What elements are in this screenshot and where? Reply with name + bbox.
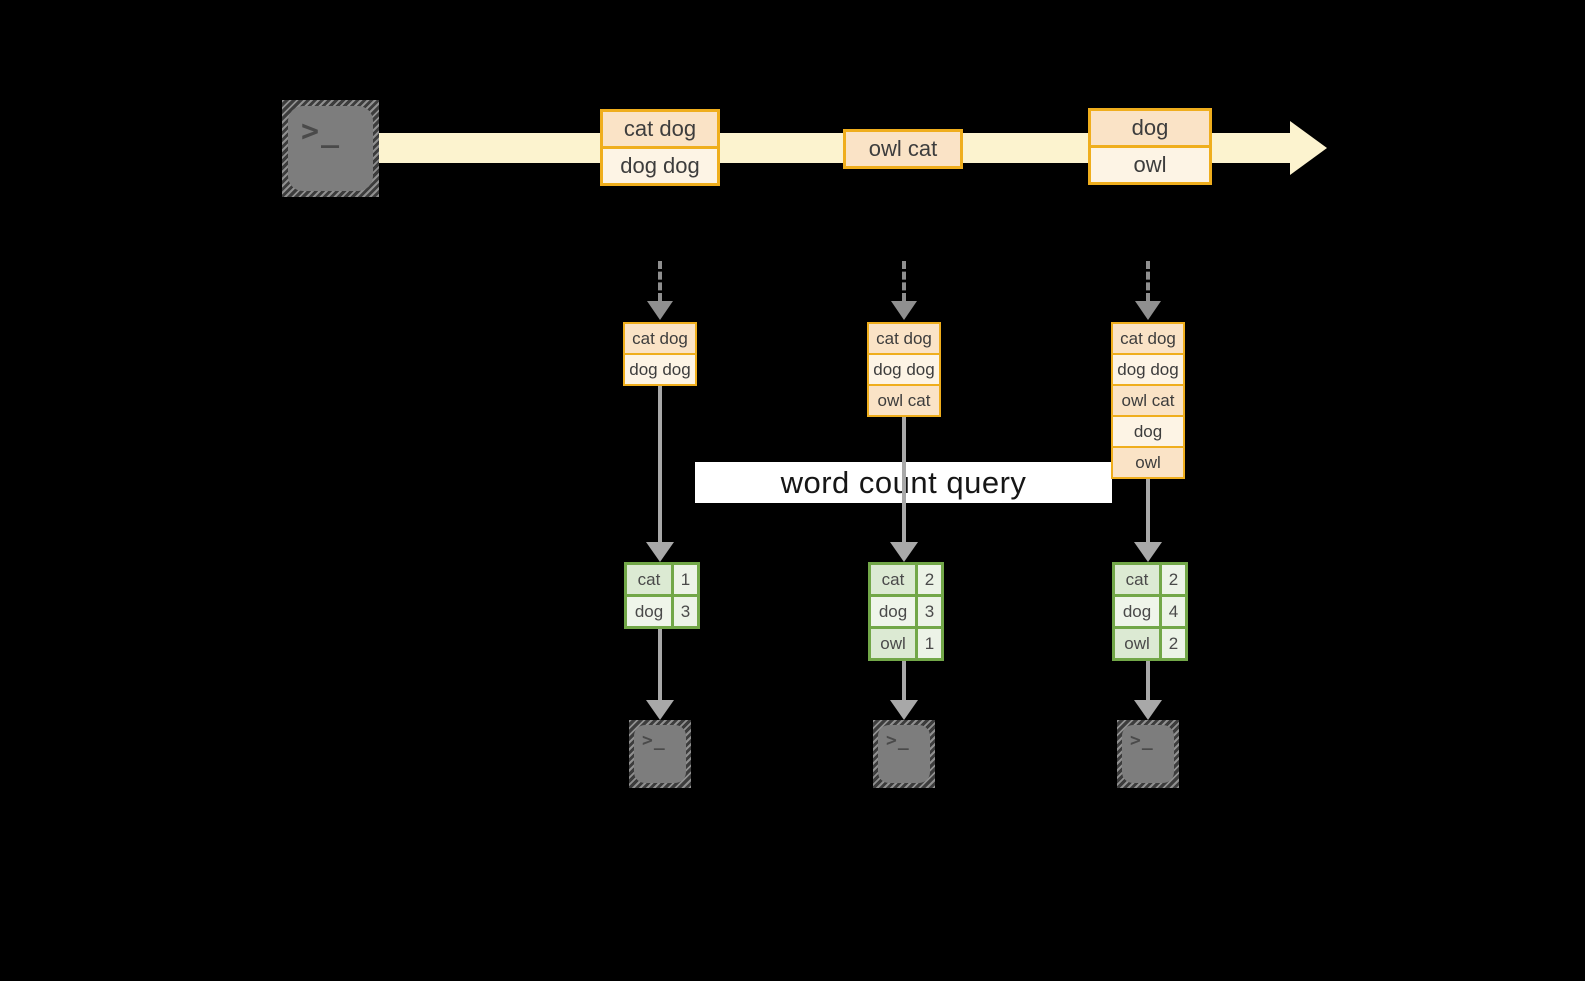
dashed-arrow-line [1146,261,1150,301]
arrow-line [902,661,906,700]
terminal-screen: >_ [288,106,373,191]
record-cell: cat dog [603,112,717,146]
dashed-arrowhead-icon [647,301,673,320]
table-row: dog 3 [627,594,697,626]
count-cell: 3 [915,597,941,626]
record-cell: dog dog [603,146,717,183]
stack-cell: dog dog [625,353,695,384]
table-row: cat 2 [1115,565,1185,594]
arrowhead-icon [890,700,918,720]
dashed-arrow-line [902,261,906,301]
arrowhead-icon [890,542,918,562]
word-cell: owl [871,629,915,658]
arrow-line [658,386,662,542]
record-stack-2: cat dog dog dog owl cat [867,322,941,417]
record-cell: dog [1091,111,1209,145]
terminal-screen: >_ [1122,725,1174,783]
stack-cell: cat dog [625,324,695,353]
terminal-source-icon: >_ [282,100,379,197]
word-cell: cat [1115,565,1159,594]
stream-record-box-2: owl cat [843,129,963,169]
word-cell: owl [1115,629,1159,658]
arrowhead-icon [1134,542,1162,562]
arrow-line [658,629,662,700]
prompt-icon: >_ [1130,730,1154,751]
arrow-line [902,417,906,542]
terminal-screen: >_ [634,725,686,783]
stack-cell: dog [1113,415,1183,446]
table-row: owl 2 [1115,626,1185,658]
table-row: dog 4 [1115,594,1185,626]
word-cell: dog [871,597,915,626]
arrow-line [1146,479,1150,542]
count-cell: 2 [915,565,941,594]
table-row: cat 2 [871,565,941,594]
stream-arrowhead-icon [1290,121,1327,175]
count-cell: 3 [671,597,697,626]
stack-cell: cat dog [869,324,939,353]
stack-cell: owl cat [869,384,939,415]
dashed-arrow-line [658,261,662,301]
prompt-icon: >_ [301,114,342,149]
stack-cell: dog dog [869,353,939,384]
terminal-sink-icon: >_ [1117,720,1179,788]
dashed-arrowhead-icon [1135,301,1161,320]
record-cell: owl cat [846,132,960,166]
count-table-2: cat 2 dog 3 owl 1 [868,562,944,661]
terminal-screen: >_ [878,725,930,783]
prompt-icon: >_ [642,730,666,751]
table-row: dog 3 [871,594,941,626]
terminal-sink-icon: >_ [629,720,691,788]
arrowhead-icon [1134,700,1162,720]
record-cell: owl [1091,145,1209,182]
record-stack-3: cat dog dog dog owl cat dog owl [1111,322,1185,479]
record-stack-1: cat dog dog dog [623,322,697,386]
count-cell: 1 [915,629,941,658]
count-cell: 2 [1159,565,1185,594]
stream-record-box-3: dog owl [1088,108,1212,185]
word-cell: cat [871,565,915,594]
arrowhead-icon [646,700,674,720]
stack-cell: dog dog [1113,353,1183,384]
count-table-1: cat 1 dog 3 [624,562,700,629]
arrow-line [1146,661,1150,700]
stack-cell: cat dog [1113,324,1183,353]
arrowhead-icon [646,542,674,562]
count-cell: 1 [671,565,697,594]
prompt-icon: >_ [886,730,910,751]
stack-cell: owl [1113,446,1183,477]
word-cell: cat [627,565,671,594]
count-table-3: cat 2 dog 4 owl 2 [1112,562,1188,661]
table-row: cat 1 [627,565,697,594]
table-row: owl 1 [871,626,941,658]
word-cell: dog [1115,597,1159,626]
word-cell: dog [627,597,671,626]
terminal-sink-icon: >_ [873,720,935,788]
dashed-arrowhead-icon [891,301,917,320]
count-cell: 4 [1159,597,1185,626]
stream-record-box-1: cat dog dog dog [600,109,720,186]
count-cell: 2 [1159,629,1185,658]
stack-cell: owl cat [1113,384,1183,415]
